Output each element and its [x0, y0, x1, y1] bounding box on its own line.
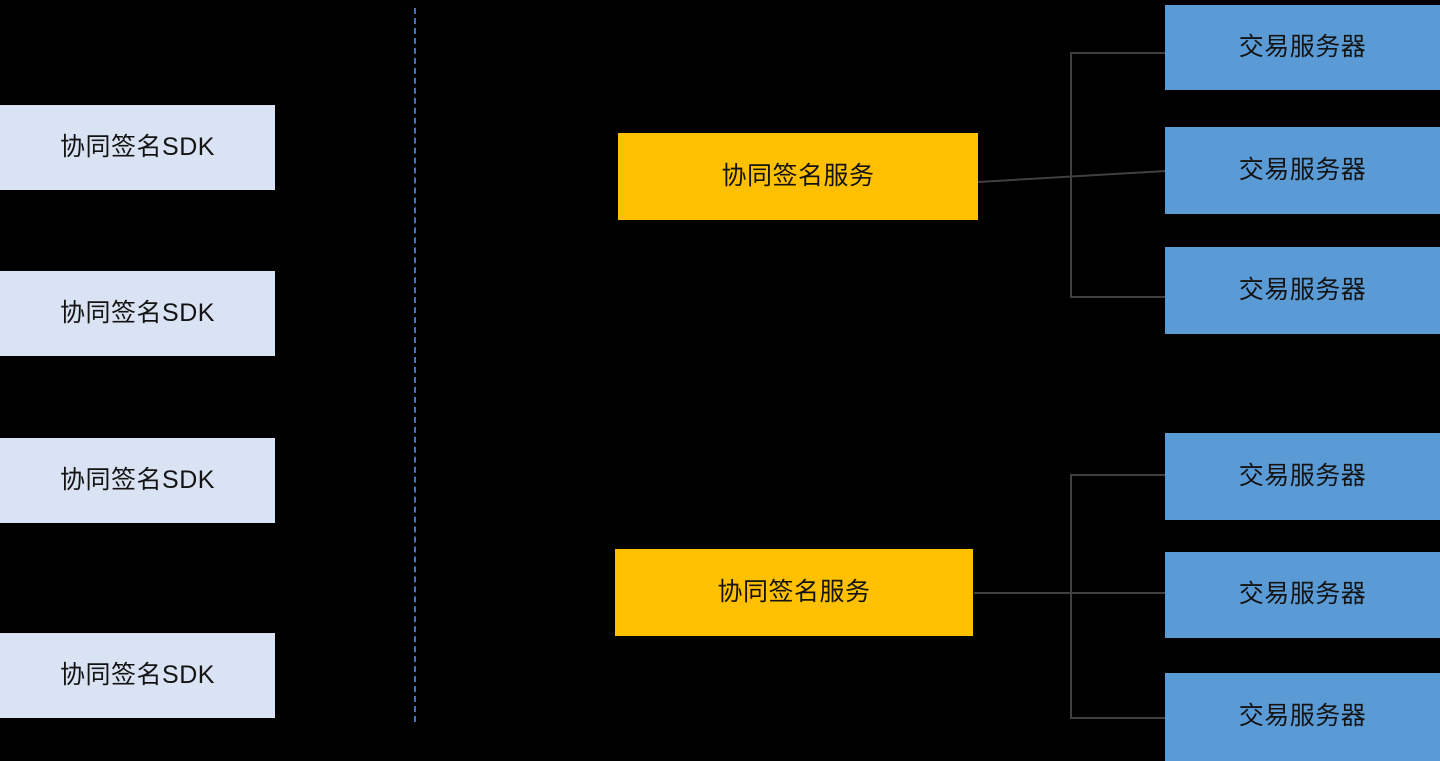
sdk-node-4[interactable]: 协同签名SDK	[0, 633, 275, 718]
server-node-top-1-label: 交易服务器	[1238, 32, 1367, 61]
connector-bus-bottom-to-server-3	[1070, 717, 1166, 719]
server-node-top-3[interactable]: 交易服务器	[1165, 247, 1440, 334]
server-node-bottom-3[interactable]: 交易服务器	[1165, 673, 1440, 761]
service-node-2[interactable]: 协同签名服务	[615, 549, 973, 636]
service-node-1-label: 协同签名服务	[721, 161, 875, 190]
sdk-node-4-label: 协同签名SDK	[60, 660, 215, 689]
server-node-top-2-label: 交易服务器	[1238, 155, 1367, 184]
connector-bus-top	[1070, 52, 1072, 298]
connector-bus-bottom-to-server-1	[1070, 474, 1166, 476]
server-node-bottom-3-label: 交易服务器	[1238, 702, 1367, 731]
sdk-node-3-label: 协同签名SDK	[60, 465, 215, 494]
connector-bus-top-to-server-3	[1070, 296, 1166, 298]
server-node-top-3-label: 交易服务器	[1238, 275, 1367, 304]
service-node-2-label: 协同签名服务	[717, 577, 871, 606]
sdk-node-1-label: 协同签名SDK	[60, 132, 215, 161]
sdk-node-2[interactable]: 协同签名SDK	[0, 271, 275, 356]
sdk-node-1[interactable]: 协同签名SDK	[0, 105, 275, 190]
server-node-top-1[interactable]: 交易服务器	[1165, 5, 1440, 90]
server-node-bottom-2-label: 交易服务器	[1238, 580, 1367, 609]
client-server-divider	[414, 8, 416, 722]
server-node-top-2[interactable]: 交易服务器	[1165, 127, 1440, 214]
server-node-bottom-1[interactable]: 交易服务器	[1165, 433, 1440, 520]
server-node-bottom-1-label: 交易服务器	[1238, 461, 1367, 490]
service-node-1[interactable]: 协同签名服务	[618, 133, 978, 220]
connector-bus-top-to-server-1	[1070, 52, 1166, 54]
connector-bus-bottom	[1070, 474, 1072, 719]
sdk-node-3[interactable]: 协同签名SDK	[0, 438, 275, 523]
server-node-bottom-2[interactable]: 交易服务器	[1165, 552, 1440, 638]
sdk-node-2-label: 协同签名SDK	[60, 298, 215, 327]
